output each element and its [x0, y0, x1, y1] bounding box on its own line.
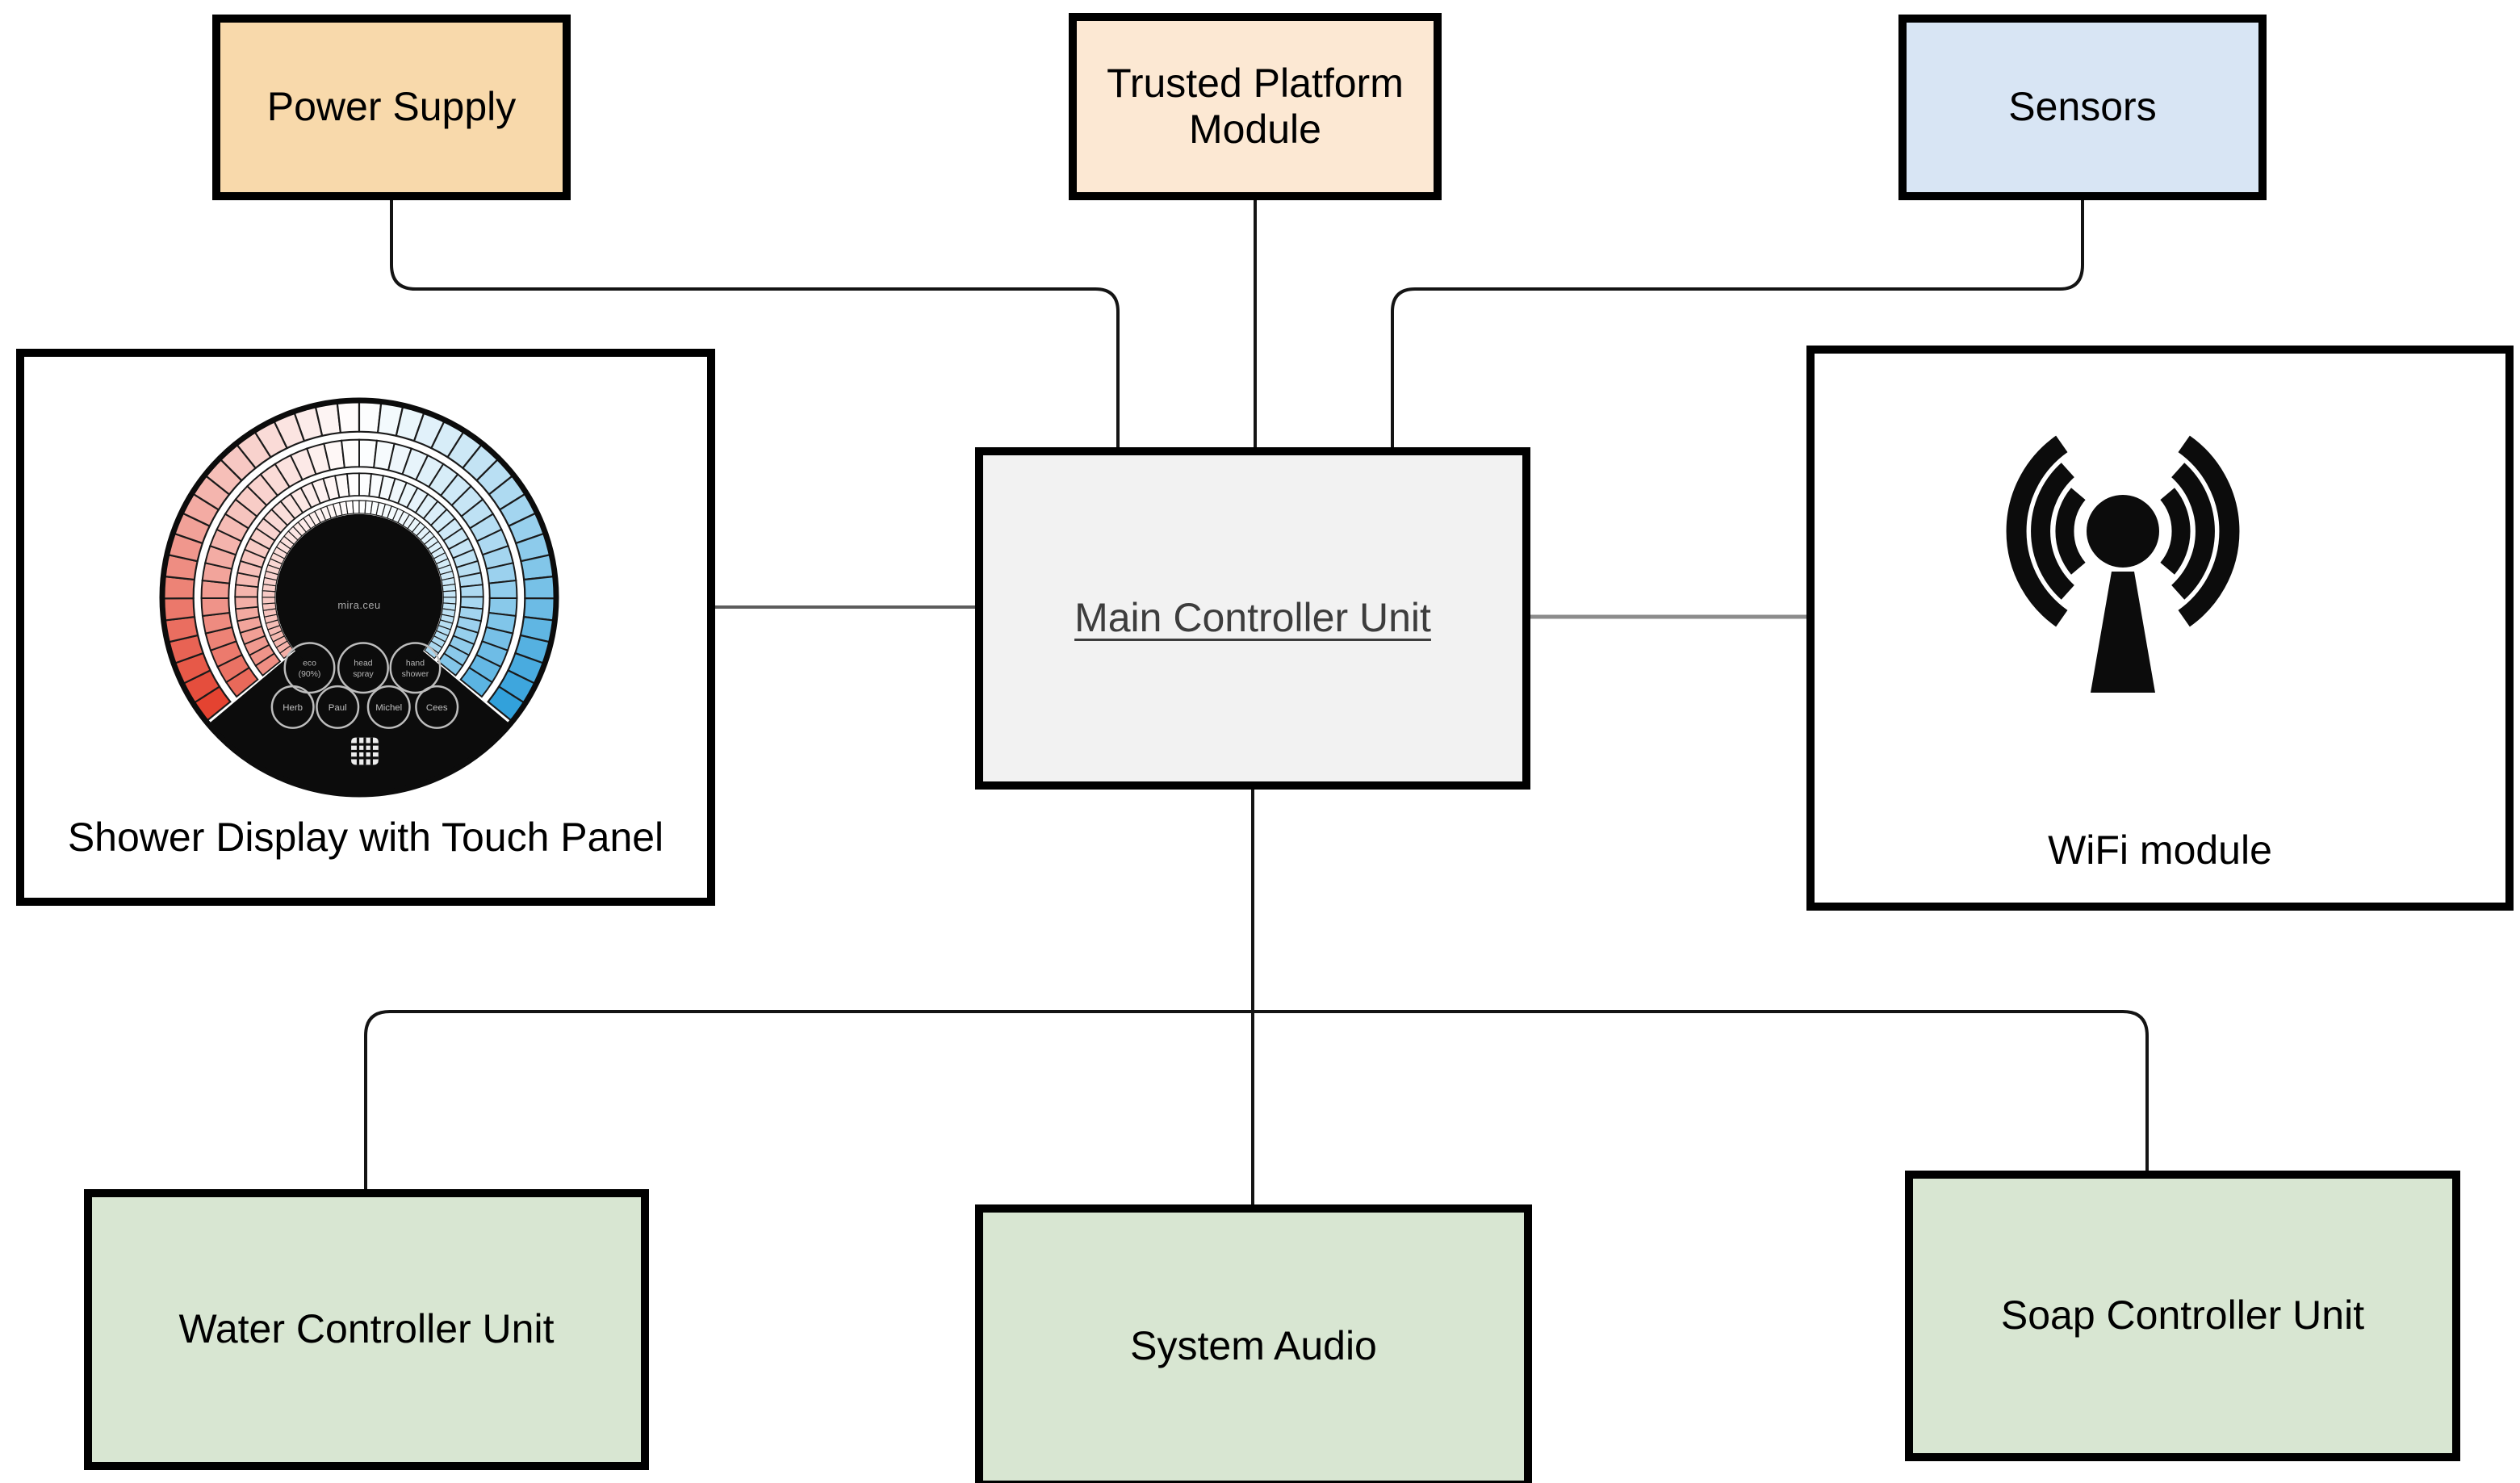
dial-preset-button-4: [415, 685, 459, 729]
dial-preset-button-labels: Herb Paul Michel Cees: [283, 703, 448, 713]
dial-bottom-panel: [208, 597, 510, 795]
node-shower-display: mira.ceu eco (90%) head spray hand showe…: [16, 349, 715, 906]
wire-sensors-to-mcu: [1391, 200, 2084, 449]
dial-mode-button-labels: eco (90%) head spray hand shower: [299, 659, 429, 679]
dial-mode-button-2: [337, 642, 389, 694]
dial-center-text: mira.ceu: [337, 599, 380, 611]
node-system-audio: System Audio: [975, 1204, 1532, 1483]
node-sensors: Sensors: [1898, 15, 2267, 200]
node-label-main-controller: Main Controller Unit: [1074, 595, 1431, 641]
mode3-line2: shower: [402, 670, 429, 679]
node-label-water-controller: Water Controller Unit: [178, 1306, 555, 1352]
dial-outer-ring: [159, 397, 559, 798]
dial-mode-button-3: [389, 642, 442, 694]
node-trusted-platform-module: Trusted Platform Module: [1069, 13, 1442, 200]
preset2-label: Paul: [329, 703, 347, 713]
node-label-power-supply: Power Supply: [266, 84, 517, 130]
wire-bus-to-water-and-soap: [364, 1010, 2149, 1192]
preset3-label: Michel: [375, 703, 402, 713]
dial-preset-button-1: [270, 685, 315, 729]
mode3-line1: hand: [406, 659, 425, 668]
mode1-line1: eco: [303, 659, 316, 668]
node-main-controller-unit: Main Controller Unit: [975, 447, 1530, 790]
dial-center-disc: [275, 513, 443, 681]
wire-power-supply-to-mcu: [390, 200, 1120, 449]
dial-preset-buttons: [270, 685, 459, 729]
dial-preset-button-3: [366, 685, 411, 729]
tpm-label-line2: Module: [1188, 107, 1321, 152]
mode1-line2: (90%): [299, 670, 321, 679]
node-label-shower-display: Shower Display with Touch Panel: [67, 814, 664, 860]
dial-mode-button-1: [283, 642, 336, 694]
wifi-antenna-icon: [2006, 435, 2240, 693]
node-label-wifi: WiFi module: [2048, 827, 2272, 873]
node-wifi-module: WiFi module: [1806, 346, 2514, 911]
node-soap-controller-unit: Soap Controller Unit: [1905, 1171, 2460, 1461]
node-water-controller-unit: Water Controller Unit: [84, 1189, 649, 1470]
mode2-line1: head: [354, 659, 372, 668]
dial-keypad-icon: [351, 737, 379, 765]
dial-mode-buttons: [283, 642, 442, 694]
node-label-sensors: Sensors: [2008, 84, 2157, 130]
node-label-soap-controller: Soap Controller Unit: [2000, 1292, 2365, 1338]
dial-temperature-segments: [161, 400, 557, 723]
preset4-label: Cees: [426, 703, 448, 713]
node-power-supply: Power Supply: [212, 15, 571, 200]
preset1-label: Herb: [283, 703, 303, 713]
mode2-line2: spray: [353, 670, 374, 679]
dial-preset-button-2: [316, 685, 360, 729]
node-label-tpm: Trusted Platform Module: [1107, 61, 1404, 153]
tpm-label-line1: Trusted Platform: [1107, 60, 1404, 106]
shower-dial-image: mira.ceu eco (90%) head spray hand showe…: [159, 397, 559, 798]
node-label-system-audio: System Audio: [1130, 1323, 1377, 1369]
